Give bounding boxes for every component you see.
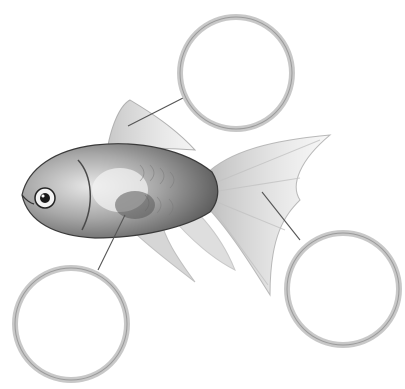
callout-tail-fin[interactable] (287, 233, 399, 345)
callout-dorsal-fin[interactable] (180, 17, 292, 129)
callout-gill-cover[interactable] (15, 268, 127, 380)
fish-pupil (40, 193, 50, 203)
dorsal-fin-shape (108, 100, 195, 150)
eye-glint (42, 195, 45, 198)
gill-dark-patch (115, 191, 155, 219)
